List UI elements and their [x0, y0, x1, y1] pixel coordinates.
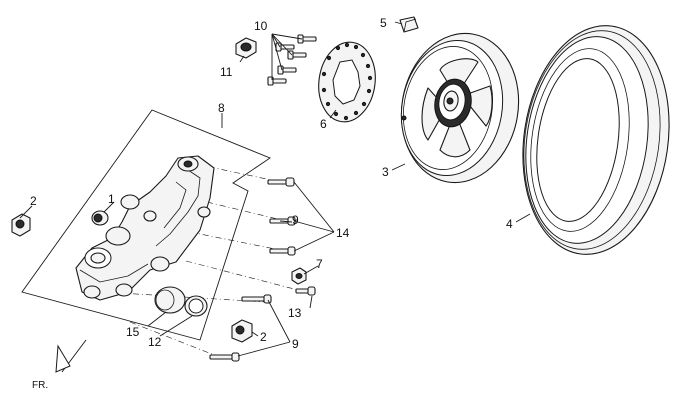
tire: [522, 25, 670, 255]
leader-lines: [19, 21, 531, 357]
bleeder-cap: [291, 267, 307, 285]
callout-15: 15: [126, 325, 140, 339]
front-label: FR.: [32, 380, 48, 391]
disc-holes: [321, 42, 373, 121]
axle-nut: [235, 37, 257, 59]
callout-2-right: 2: [260, 330, 267, 344]
callout-1: 1: [108, 192, 115, 206]
bleeder-bolt: [295, 286, 316, 296]
callout-6: 6: [320, 117, 327, 131]
o-ring: [184, 295, 208, 317]
callout-3: 3: [382, 165, 389, 179]
callout-14: 14: [336, 226, 350, 240]
collar-left: [11, 213, 31, 237]
brake-caliper: [75, 155, 215, 301]
brake-disc: [318, 41, 376, 123]
callout-12: 12: [148, 335, 162, 349]
callout-5: 5: [380, 16, 387, 30]
callout-9-lower: 9: [292, 337, 299, 351]
balance-weight: [399, 16, 419, 33]
callout-13: 13: [288, 306, 302, 320]
callout-2-left: 2: [30, 194, 37, 208]
pin-bolt-upper: [241, 294, 272, 304]
collar-right: [231, 319, 253, 343]
callout-4: 4: [506, 217, 513, 231]
front-direction-arrow: FR.: [32, 339, 87, 391]
caliper-assembly-boundary: [21, 109, 271, 341]
callout-11: 11: [220, 65, 233, 79]
caliper-bolt-lower: [269, 246, 296, 256]
caliper-bolt-upper: [267, 177, 295, 187]
callout-9-upper: 9: [292, 213, 299, 227]
pin-bolt-lower: [209, 352, 240, 362]
callouts: 1 2 2 3 4 5 6 7 8 9 9 10 11 12 13 14 15: [30, 16, 513, 351]
callout-8: 8: [218, 101, 225, 115]
callout-7: 7: [316, 257, 323, 271]
bushing-1: [91, 210, 109, 226]
callout-10: 10: [254, 19, 268, 33]
disc-bolts: [267, 34, 317, 86]
wheel-rim: [400, 32, 520, 184]
bearing-seal: [154, 286, 186, 314]
